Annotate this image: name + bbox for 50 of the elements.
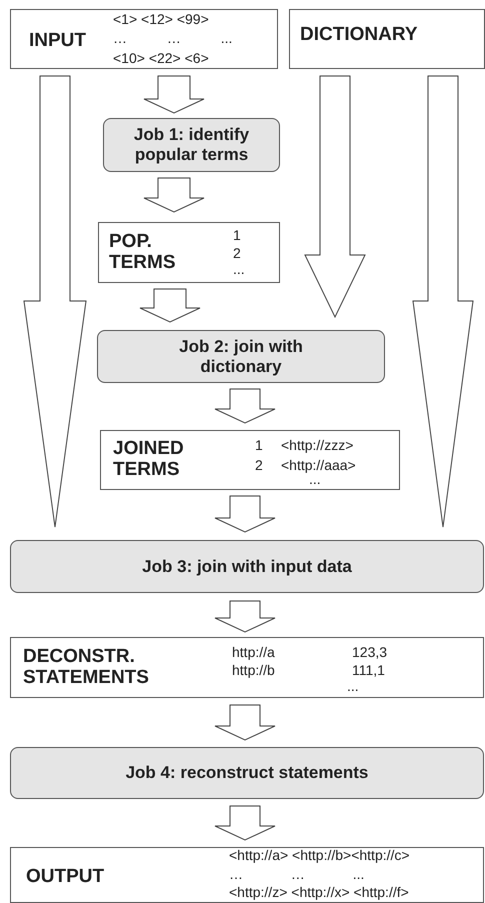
data-value: 2: [233, 245, 241, 261]
data-value: <1> <12> <99>: [113, 11, 209, 27]
data-value: 111,1: [352, 662, 385, 678]
block-arrow: [140, 288, 200, 323]
data-box: [289, 9, 485, 69]
data-value: <http://z> <http://x> <http://f>: [229, 884, 409, 900]
job-label: Job 4: reconstruct statements: [126, 763, 368, 783]
block-arrow: [412, 76, 474, 528]
block-arrow: [214, 388, 276, 424]
data-value: 1: [255, 437, 263, 453]
data-value: 123,3: [352, 644, 388, 660]
block-arrow: [304, 76, 366, 318]
job-box: [103, 118, 280, 172]
block-arrow: [144, 178, 204, 213]
job-label: Job 1: identify popular terms: [132, 125, 250, 165]
data-box: [10, 847, 484, 903]
data-box: [100, 430, 400, 490]
box-title: DECONSTR. STATEMENTS: [23, 646, 150, 688]
job-label: Job 3: join with input data: [142, 556, 352, 576]
job-label: Job 2: join with dictionary: [178, 336, 304, 376]
box-title: POP. TERMS: [109, 231, 176, 273]
data-value: 2: [255, 457, 263, 473]
job-box: [97, 330, 385, 383]
block-arrow: [144, 76, 204, 114]
data-box: [10, 637, 484, 698]
job-box: [10, 747, 484, 799]
data-value: ...: [347, 678, 359, 694]
data-value: 1: [233, 227, 241, 243]
data-box: [10, 9, 278, 69]
box-title: OUTPUT: [26, 866, 104, 887]
box-title: DICTIONARY: [300, 24, 418, 45]
box-title: JOINED TERMS: [113, 438, 185, 480]
data-box: [98, 222, 280, 283]
data-value: http://a: [232, 644, 275, 660]
data-value: … … ...: [113, 30, 232, 46]
block-arrow: [214, 704, 276, 741]
data-value: ...: [233, 261, 245, 277]
block-arrow: [214, 806, 276, 841]
data-value: … … ...: [229, 866, 364, 882]
data-value: <10> <22> <6>: [113, 50, 209, 66]
data-value: <http://a> <http://b><http://c>: [229, 847, 410, 863]
job-box: [10, 540, 484, 593]
data-value: ...: [309, 471, 321, 487]
data-value: http://b: [232, 662, 275, 678]
block-arrow: [23, 76, 87, 528]
block-arrow: [214, 496, 276, 533]
block-arrow: [214, 600, 276, 633]
data-value: <http://zzz>: [281, 437, 354, 453]
data-value: <http://aaa>: [281, 457, 356, 473]
box-title: INPUT: [29, 30, 86, 51]
